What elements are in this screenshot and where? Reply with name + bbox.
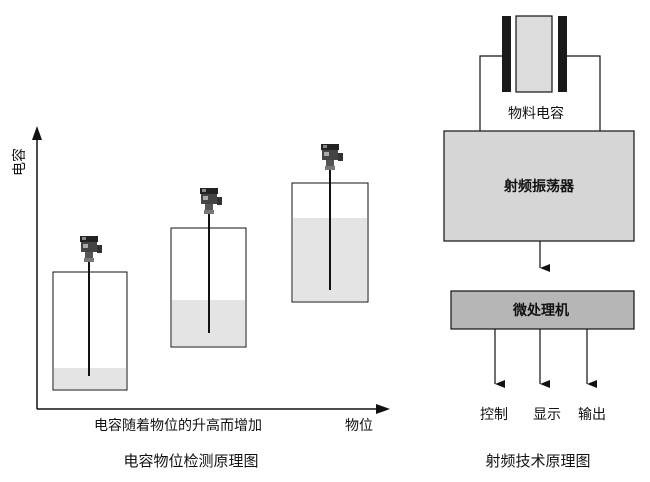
capacitor-plate-left — [502, 16, 511, 92]
rf-oscillator-box — [443, 130, 635, 242]
right-caption: 射频技术原理图 — [485, 452, 590, 470]
rf-oscillator-label: 射频振荡器 — [503, 178, 575, 195]
output-label-display: 显示 — [533, 407, 561, 423]
microprocessor-label: 微处理机 — [512, 302, 569, 319]
capacitor-dielectric — [515, 15, 553, 93]
level-sensor-icon — [200, 188, 222, 214]
wire-right — [567, 55, 601, 131]
output-label-control: 控制 — [480, 407, 508, 423]
level-sensor-icon — [80, 236, 102, 262]
left-caption: 电容物位检测原理图 — [123, 452, 258, 470]
x-axis-annotation: 电容随着物位的升高而增加 — [94, 417, 262, 434]
output-label-output: 输出 — [578, 407, 606, 423]
tank-low — [52, 236, 128, 391]
x-axis-label: 物位 — [345, 418, 373, 434]
microprocessor-box — [450, 290, 635, 330]
y-axis-arrow — [32, 126, 42, 140]
rf-technology-diagram: 物料电容 射频振荡器 微处理机 控制 显示 输出 射频技术原理图 — [443, 15, 635, 470]
level-sensor-icon — [321, 144, 343, 170]
material-capacitor-label: 物料电容 — [508, 105, 564, 122]
tank-high — [291, 144, 369, 303]
y-axis-label: 电容 — [11, 148, 28, 176]
capacitance-level-diagram: 电容 电容随着物位的升高而增加 物位 电容物位检测原理图 — [11, 126, 390, 470]
capacitor-plate-right — [558, 16, 567, 92]
liquid-level-low — [54, 368, 126, 389]
tank-mid — [170, 188, 247, 348]
x-axis-arrow — [376, 404, 390, 414]
wire-left — [479, 55, 502, 131]
